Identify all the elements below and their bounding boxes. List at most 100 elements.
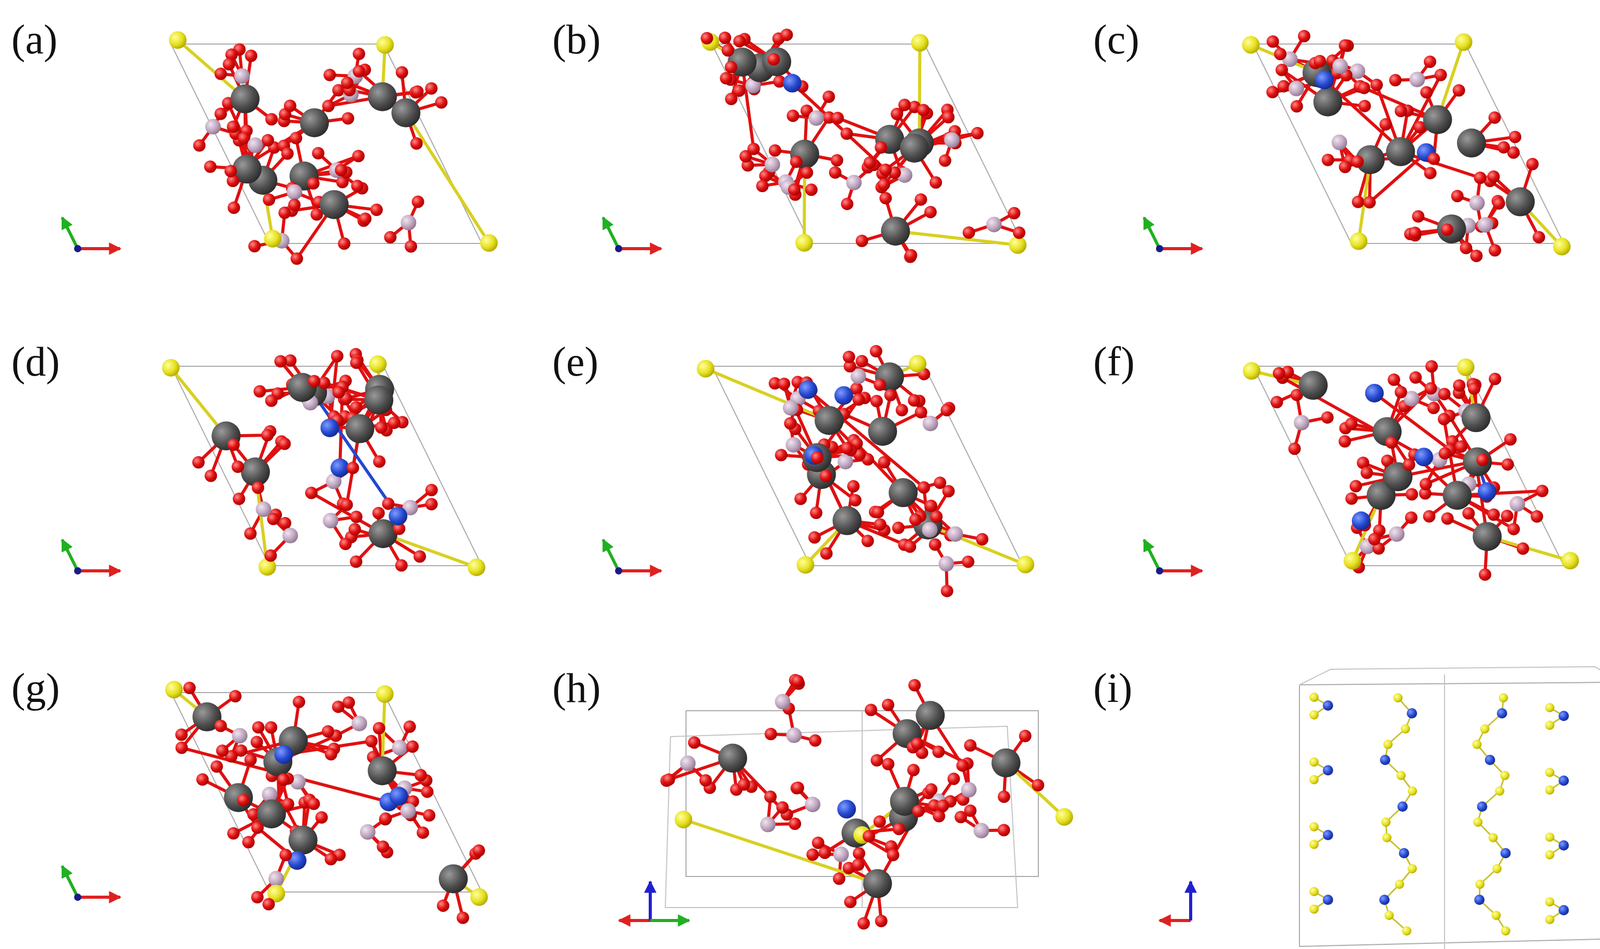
red-atom: [932, 745, 945, 759]
red-atom: [915, 406, 928, 419]
yellow-atom: [467, 558, 486, 577]
panel-label: (a): [11, 18, 58, 61]
yellow-atom: [1008, 236, 1027, 254]
red-atom: [1487, 170, 1500, 183]
red-atom: [829, 166, 842, 179]
purple-atom: [833, 846, 849, 863]
red-atom: [855, 354, 868, 368]
yellow-atom: [1552, 237, 1571, 256]
yellow-atom: [1383, 739, 1393, 750]
grey-atom: [867, 417, 897, 447]
red-atom: [791, 675, 805, 688]
blue-atom: [1322, 830, 1334, 841]
red-atom: [192, 456, 205, 469]
yellow-atom: [263, 230, 282, 248]
axis-indicator: [619, 881, 690, 921]
yellow-atom: [1394, 879, 1405, 890]
purple-atom: [680, 755, 696, 771]
red-atom: [1508, 130, 1522, 144]
red-atom: [1321, 411, 1334, 424]
grey-atom: [1462, 447, 1492, 477]
grey-atom: [1437, 214, 1467, 244]
red-atom: [1349, 479, 1363, 493]
blue-atom: [1496, 708, 1508, 719]
red-atom: [435, 96, 448, 109]
red-atom: [1402, 458, 1416, 471]
red-atom: [1424, 382, 1438, 395]
red-atom: [870, 754, 883, 767]
red-atom: [819, 469, 833, 483]
panel-label: (g): [11, 667, 60, 709]
red-atom: [1313, 54, 1326, 68]
red-atom: [961, 555, 975, 568]
red-atom: [1405, 488, 1419, 501]
red-atom: [820, 547, 833, 560]
red-atom: [997, 824, 1010, 837]
yellow-atom: [1561, 551, 1579, 570]
red-atom: [1501, 509, 1514, 523]
yellow-atom: [1393, 693, 1403, 703]
red-atom: [1440, 223, 1454, 236]
red-atom: [1360, 466, 1374, 480]
yellow-atom: [376, 36, 394, 54]
red-atom: [898, 98, 911, 112]
red-atom: [1338, 435, 1352, 448]
yellow-atom: [168, 31, 187, 49]
blue-atom: [798, 380, 818, 399]
purple-atom: [234, 68, 250, 84]
red-atom: [1536, 484, 1549, 498]
bond: [705, 368, 830, 421]
red-atom: [244, 527, 257, 540]
red-atom: [349, 401, 363, 414]
red-atom: [204, 160, 217, 174]
red-atom: [411, 85, 424, 98]
grey-atom: [718, 744, 748, 774]
red-atom: [250, 735, 264, 749]
red-atom: [1422, 510, 1436, 523]
grey-atom: [814, 406, 844, 436]
purple-atom: [1293, 415, 1310, 431]
grey-atom: [762, 47, 792, 77]
red-atom: [262, 898, 276, 911]
red-atom: [1474, 171, 1487, 184]
red-atom: [216, 744, 229, 757]
red-atom: [956, 759, 969, 773]
red-atom: [941, 110, 955, 124]
red-atom: [365, 735, 378, 748]
red-atom: [1394, 104, 1408, 118]
red-atom: [425, 497, 438, 511]
red-atom: [809, 506, 823, 520]
yellow-atom: [1501, 926, 1511, 936]
red-atom: [755, 179, 769, 193]
red-atom: [288, 198, 301, 211]
red-atom: [237, 793, 250, 807]
red-atom: [791, 781, 805, 795]
yellow-atom: [1488, 833, 1498, 843]
red-atom: [1007, 206, 1021, 220]
purple-atom: [400, 803, 417, 819]
red-atom: [1409, 371, 1422, 384]
red-atom: [274, 354, 288, 368]
blue-atom: [804, 446, 824, 465]
red-atom: [332, 700, 345, 713]
red-atom: [262, 193, 276, 207]
red-atom: [1459, 241, 1473, 255]
red-atom: [847, 480, 860, 493]
red-atom: [421, 785, 434, 798]
yellow-atom: [1545, 703, 1555, 713]
red-atom: [370, 203, 383, 217]
grey-atom: [211, 421, 241, 451]
red-atom: [375, 421, 388, 434]
red-atom: [278, 206, 291, 220]
red-atom: [924, 783, 938, 796]
red-atom: [940, 584, 954, 598]
blue-atom: [834, 386, 853, 405]
red-atom: [231, 460, 245, 474]
red-atom: [724, 61, 738, 74]
red-atom: [933, 476, 947, 490]
red-atom: [699, 774, 712, 787]
unit-cell: [665, 726, 1018, 908]
yellow-atom: [1396, 770, 1406, 781]
red-atom: [790, 155, 803, 168]
yellow-atom: [1384, 910, 1394, 921]
